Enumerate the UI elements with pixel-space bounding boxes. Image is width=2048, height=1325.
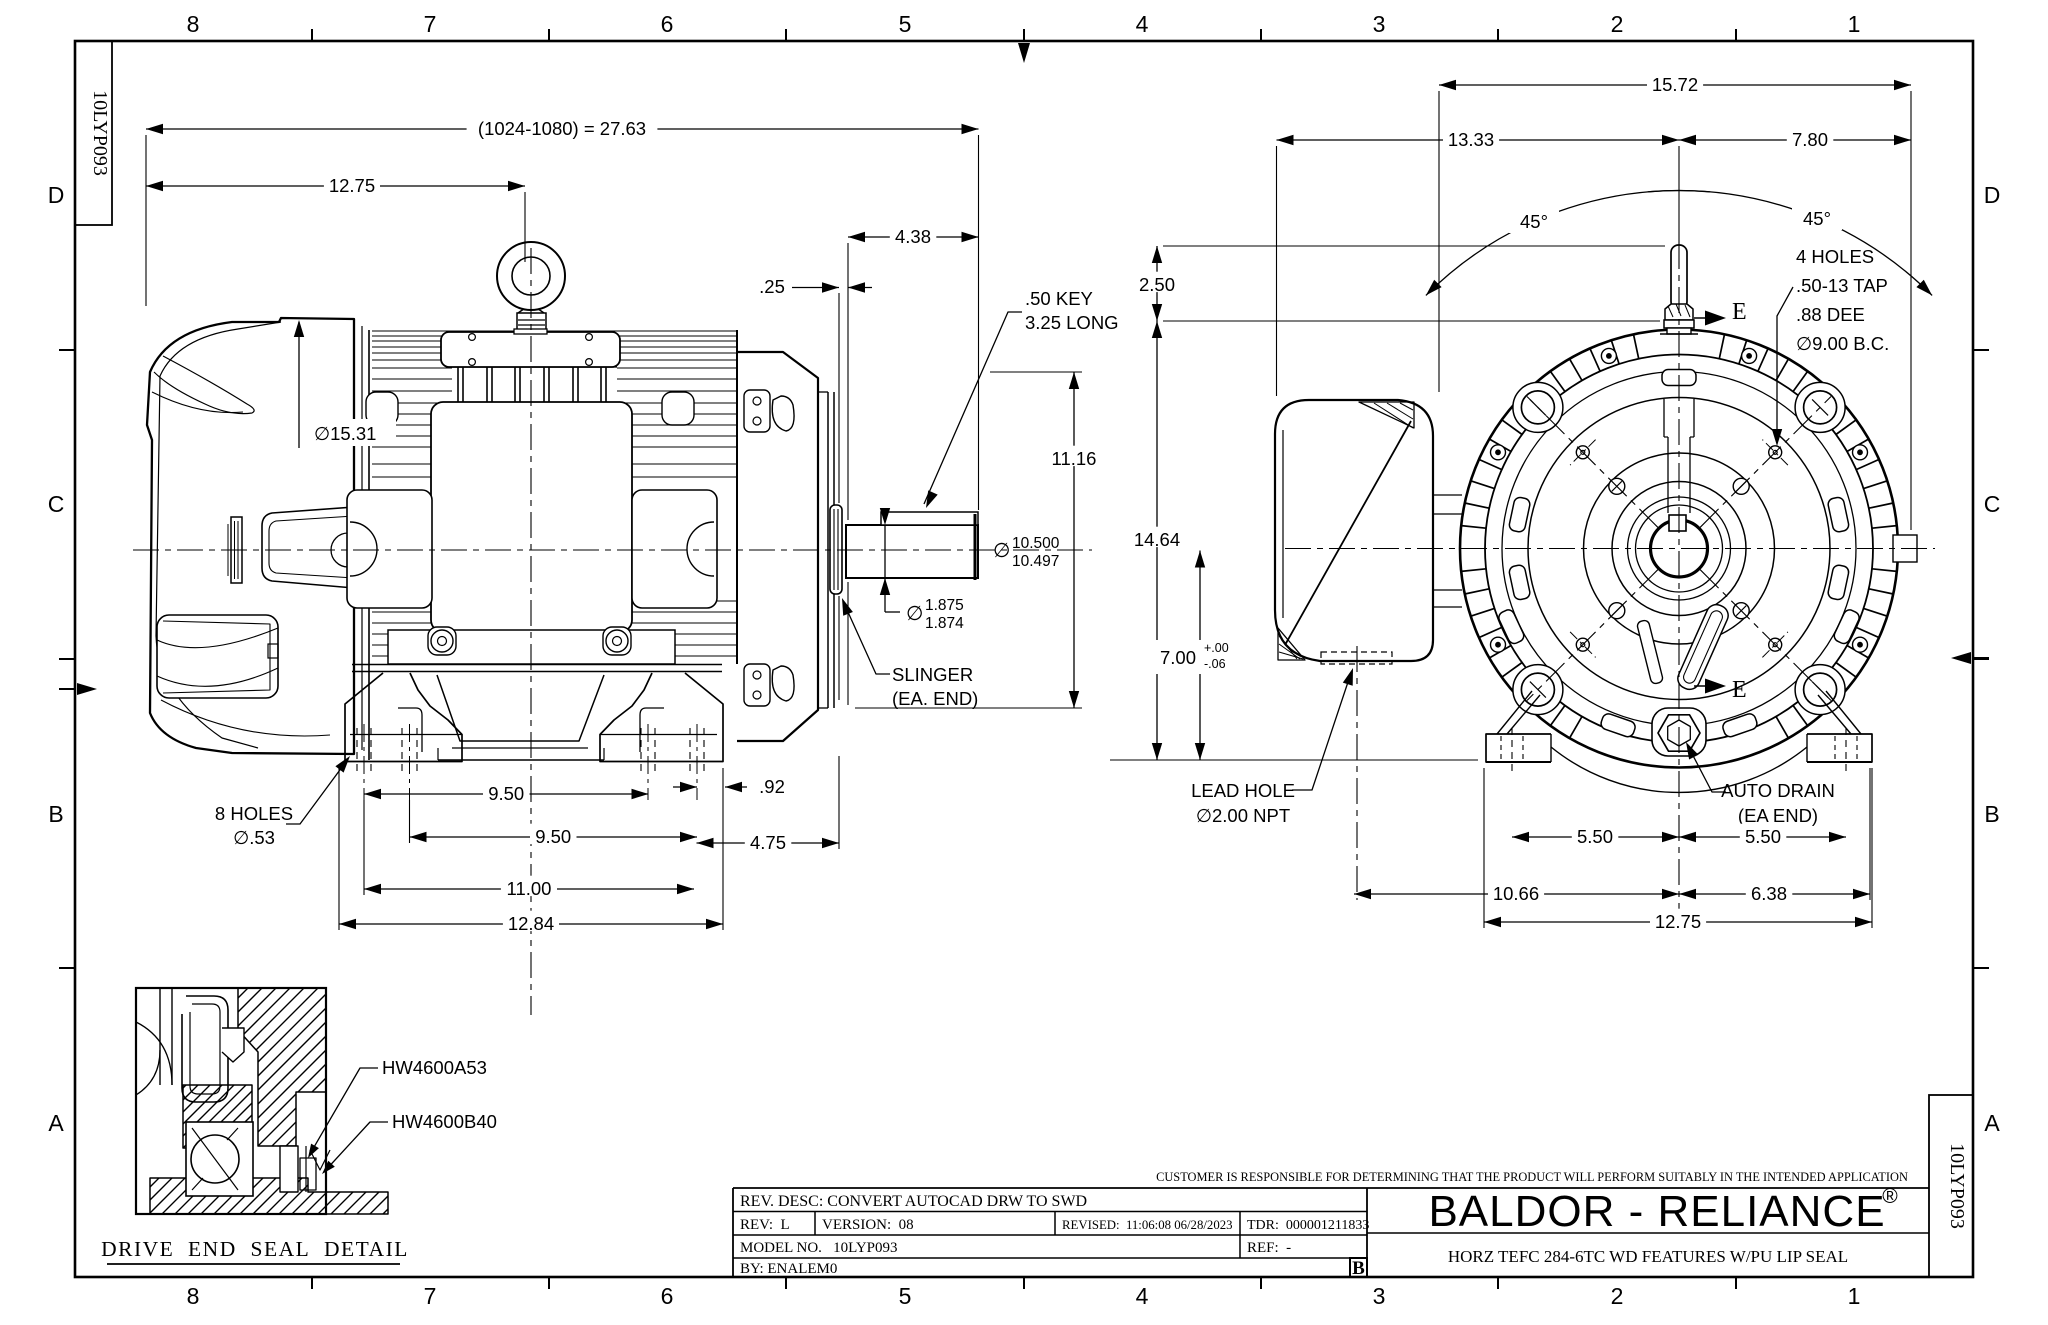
svg-text:.25: .25 xyxy=(759,276,785,297)
svg-text:4.38: 4.38 xyxy=(895,226,931,247)
svg-text:12.84: 12.84 xyxy=(508,913,554,934)
svg-text:REV. DESC: CONVERT AUTOCAD DRW: REV. DESC: CONVERT AUTOCAD DRW TO SWD xyxy=(740,1193,1087,1210)
svg-text:BY: ENALEM0: BY: ENALEM0 xyxy=(740,1261,837,1277)
svg-text:1: 1 xyxy=(1848,1283,1861,1309)
svg-text:HORZ TEFC 284-6TC WD FEATURES: HORZ TEFC 284-6TC WD FEATURES W/PU LIP S… xyxy=(1448,1247,1848,1266)
svg-text:MODEL NO. 10LYP093: MODEL NO. 10LYP093 xyxy=(740,1240,898,1256)
svg-text:(EA. END): (EA. END) xyxy=(892,688,978,709)
svg-text:LEAD HOLE: LEAD HOLE xyxy=(1191,780,1295,801)
svg-text:9.50: 9.50 xyxy=(535,826,571,847)
svg-text:.92: .92 xyxy=(759,776,785,797)
svg-text:VERSION: 08: VERSION: 08 xyxy=(822,1217,914,1233)
svg-text:D: D xyxy=(48,182,65,208)
svg-text:+.00: +.00 xyxy=(1204,641,1229,655)
svg-text:®: ® xyxy=(1882,1185,1898,1208)
svg-text:10.66: 10.66 xyxy=(1493,883,1539,904)
svg-text:5.50: 5.50 xyxy=(1745,826,1781,847)
svg-text:5.50: 5.50 xyxy=(1577,826,1613,847)
svg-text:2.50: 2.50 xyxy=(1139,274,1175,295)
svg-text:D: D xyxy=(1984,182,2001,208)
svg-text:1.874: 1.874 xyxy=(925,615,964,632)
svg-text:9.50: 9.50 xyxy=(488,783,524,804)
svg-text:12.75: 12.75 xyxy=(329,175,375,196)
svg-text:45°: 45° xyxy=(1520,211,1548,232)
svg-text:B: B xyxy=(48,801,63,827)
svg-text:7: 7 xyxy=(424,11,437,37)
svg-text:10.500: 10.500 xyxy=(1012,535,1060,552)
svg-text:4 HOLES: 4 HOLES xyxy=(1796,246,1874,267)
svg-text:10LYP093: 10LYP093 xyxy=(1946,1143,1968,1229)
svg-text:11.00: 11.00 xyxy=(507,878,552,899)
svg-text:.88 DEE: .88 DEE xyxy=(1796,304,1865,325)
svg-text:6.38: 6.38 xyxy=(1751,883,1787,904)
svg-text:13.33: 13.33 xyxy=(1448,129,1494,150)
svg-text:45°: 45° xyxy=(1803,208,1831,229)
svg-text:2: 2 xyxy=(1611,11,1624,37)
svg-text:REF: -: REF: - xyxy=(1247,1240,1291,1256)
svg-text:AUTO DRAIN: AUTO DRAIN xyxy=(1721,780,1835,801)
svg-text:7: 7 xyxy=(424,1283,437,1309)
svg-text:∅: ∅ xyxy=(993,540,1010,562)
svg-text:8: 8 xyxy=(187,11,200,37)
svg-text:TDR: 000001211833: TDR: 000001211833 xyxy=(1247,1218,1369,1233)
svg-text:SLINGER: SLINGER xyxy=(892,664,973,685)
svg-text:1.875: 1.875 xyxy=(925,597,964,614)
svg-text:DRIVE END SEAL DETAIL: DRIVE END SEAL DETAIL xyxy=(101,1237,409,1261)
svg-text:HW4600A53: HW4600A53 xyxy=(382,1057,487,1078)
svg-text:3.25 LONG: 3.25 LONG xyxy=(1025,312,1119,333)
svg-text:6: 6 xyxy=(661,1283,674,1309)
svg-text:5: 5 xyxy=(899,1283,912,1309)
svg-text:3: 3 xyxy=(1373,1283,1386,1309)
svg-text:C: C xyxy=(1984,491,2001,517)
svg-text:B: B xyxy=(1984,801,1999,827)
svg-text:.50-13 TAP: .50-13 TAP xyxy=(1796,275,1888,296)
svg-text:REV: L: REV: L xyxy=(740,1217,790,1233)
svg-text:7.00: 7.00 xyxy=(1160,647,1196,668)
svg-text:A: A xyxy=(1984,1110,2000,1136)
svg-text:∅: ∅ xyxy=(906,603,923,625)
svg-text:14.64: 14.64 xyxy=(1134,529,1180,550)
svg-text:-.06: -.06 xyxy=(1204,657,1226,671)
svg-text:4: 4 xyxy=(1136,11,1149,37)
svg-text:15.72: 15.72 xyxy=(1652,74,1698,95)
svg-text:∅9.00 B.C.: ∅9.00 B.C. xyxy=(1796,333,1889,354)
svg-text:.50 KEY: .50 KEY xyxy=(1025,288,1093,309)
svg-text:8 HOLES: 8 HOLES xyxy=(215,803,293,824)
svg-text:CUSTOMER IS RESPONSIBLE FOR DE: CUSTOMER IS RESPONSIBLE FOR DETERMINING … xyxy=(1156,1170,1908,1184)
svg-text:10.497: 10.497 xyxy=(1012,553,1059,570)
svg-text:∅2.00 NPT: ∅2.00 NPT xyxy=(1196,805,1290,826)
svg-text:11.16: 11.16 xyxy=(1052,448,1097,469)
svg-text:C: C xyxy=(48,491,65,517)
svg-text:∅.53: ∅.53 xyxy=(233,827,275,848)
svg-text:10LYP093: 10LYP093 xyxy=(89,90,111,176)
svg-text:1: 1 xyxy=(1848,11,1861,37)
svg-text:(1024-1080) = 27.63: (1024-1080) = 27.63 xyxy=(478,118,646,139)
svg-text:7.80: 7.80 xyxy=(1792,129,1828,150)
svg-text:B: B xyxy=(1352,1258,1365,1279)
svg-text:8: 8 xyxy=(187,1283,200,1309)
svg-text:(EA END): (EA END) xyxy=(1738,805,1818,826)
svg-text:6: 6 xyxy=(661,11,674,37)
svg-text:∅15.31: ∅15.31 xyxy=(314,423,376,444)
svg-text:BALDOR - RELIANCE: BALDOR - RELIANCE xyxy=(1428,1187,1885,1236)
svg-text:2: 2 xyxy=(1611,1283,1624,1309)
svg-text:4.75: 4.75 xyxy=(750,832,786,853)
svg-text:12.75: 12.75 xyxy=(1655,911,1701,932)
svg-text:3: 3 xyxy=(1373,11,1386,37)
svg-text:E: E xyxy=(1732,677,1747,703)
svg-text:5: 5 xyxy=(899,11,912,37)
svg-text:4: 4 xyxy=(1136,1283,1149,1309)
svg-text:A: A xyxy=(48,1110,64,1136)
svg-text:HW4600B40: HW4600B40 xyxy=(392,1111,497,1132)
svg-text:REVISED: 11:06:08 06/28/2023: REVISED: 11:06:08 06/28/2023 xyxy=(1062,1218,1233,1232)
svg-text:E: E xyxy=(1732,299,1747,325)
